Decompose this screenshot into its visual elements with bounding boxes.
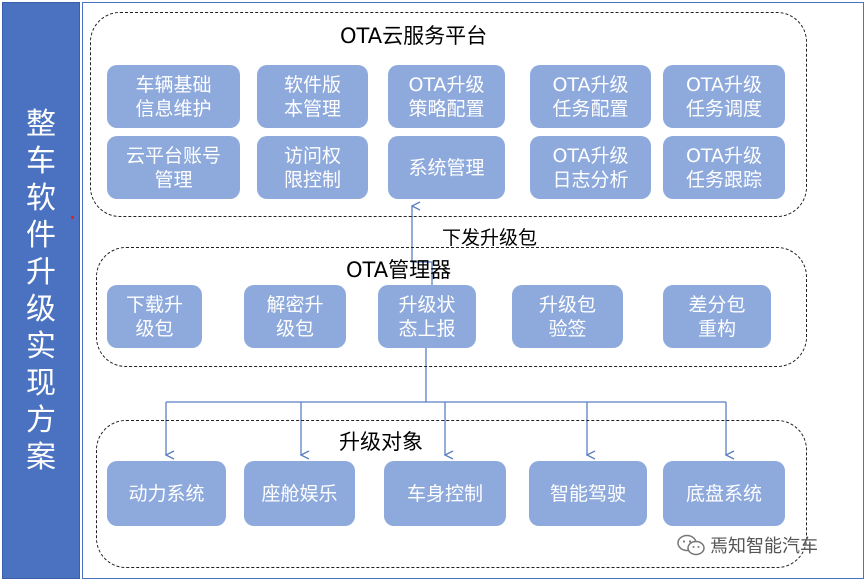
upgrade-targets-group — [96, 420, 807, 568]
body-control-box: 车身控制 — [384, 461, 506, 526]
log-analysis-box: OTA升级日志分析 — [530, 136, 651, 199]
title-char: 现 — [26, 365, 56, 401]
title-char: 升 — [26, 254, 56, 290]
diff-rebuild-box: 差分包重构 — [663, 285, 771, 348]
status-report-box: 升级状态上报 — [378, 285, 476, 348]
download-package-box: 下载升级包 — [107, 285, 202, 348]
title-char: 软 — [26, 180, 56, 216]
decrypt-package-box: 解密升级包 — [244, 285, 346, 348]
red-dot-mark — [71, 216, 74, 219]
title-char: 案 — [26, 439, 56, 475]
access-control-box: 访问权限控制 — [257, 136, 368, 199]
ota-manager-title: OTA管理器 — [346, 258, 452, 282]
system-management-box: 系统管理 — [388, 136, 505, 199]
watermark: 焉知智能汽车 — [676, 532, 818, 558]
ota-manager-group — [96, 247, 807, 367]
title-char: 整 — [26, 106, 56, 142]
diagram-frame — [82, 2, 864, 579]
task-schedule-box: OTA升级任务调度 — [663, 65, 785, 128]
signature-verify-box: 升级包验签 — [512, 285, 623, 348]
chassis-box: 底盘系统 — [663, 461, 785, 526]
title-char: 方 — [26, 402, 56, 438]
title-char: 件 — [26, 217, 56, 253]
cloud-account-box: 云平台账号管理 — [107, 136, 240, 199]
powertrain-box: 动力系统 — [107, 461, 226, 526]
title-char: 车 — [26, 143, 56, 179]
cloud-platform-group — [90, 12, 807, 217]
smart-driving-box: 智能驾驶 — [529, 461, 647, 526]
vehicle-info-box: 车辆基础信息维护 — [107, 65, 240, 128]
cockpit-entertainment-box: 座舱娱乐 — [244, 461, 355, 526]
task-config-box: OTA升级任务配置 — [530, 65, 651, 128]
cloud-platform-title: OTA云服务平台 — [340, 24, 488, 48]
watermark-text: 焉知智能汽车 — [710, 536, 818, 557]
title-char: 实 — [26, 328, 56, 364]
title-char: 级 — [26, 291, 56, 327]
software-version-box: 软件版本管理 — [257, 65, 368, 128]
strategy-config-box: OTA升级策略配置 — [388, 65, 505, 128]
wechat-icon — [677, 534, 705, 556]
vertical-title: 整 车 软 件 升 级 实 现 方 案 — [2, 2, 80, 579]
download-package-label: 下发升级包 — [440, 223, 540, 250]
task-tracking-box: OTA升级任务跟踪 — [663, 136, 785, 199]
upgrade-targets-title: 升级对象 — [336, 426, 426, 456]
